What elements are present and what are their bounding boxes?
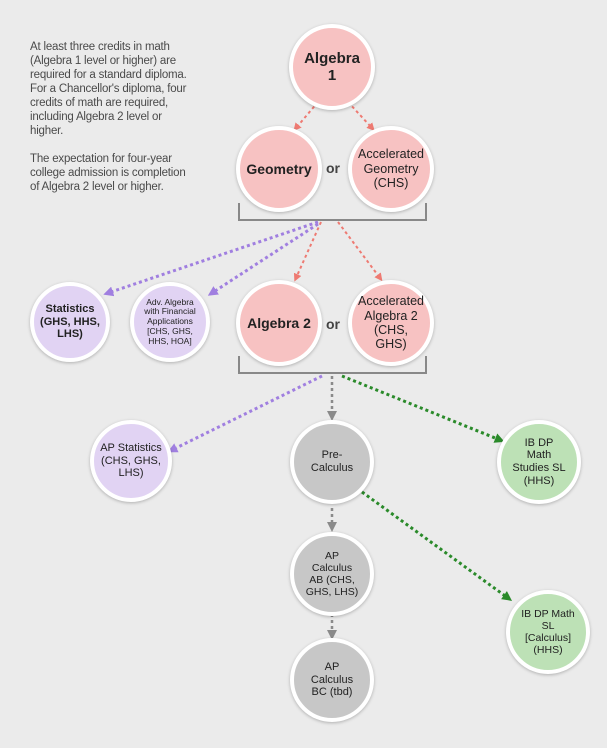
arrow-algebra2-ap-statistics — [167, 374, 323, 453]
intro-paragraph-college: The expectation for four-year college ad… — [30, 153, 186, 193]
arrow-geometry-accelerated-algebra2 — [337, 221, 383, 282]
course-ib-math-studies-label: IB DP Math Studies SL (HHS) — [512, 436, 566, 487]
course-algebra-2: Algebra 2 — [236, 280, 322, 366]
course-algebra-1-label: Algebra 1 — [304, 49, 360, 84]
arrow-precalculus-ib-math-sl — [361, 490, 513, 601]
bracket-algebra2-row — [238, 356, 427, 374]
or-label-algebra2: or — [326, 316, 340, 332]
course-algebra-2-label: Algebra 2 — [247, 314, 311, 331]
course-statistics-label: Statistics (GHS, HHS, LHS) — [40, 303, 100, 341]
course-ap-statistics-label: AP Statistics (CHS, GHS, LHS) — [100, 442, 162, 480]
course-ap-calculus-ab: AP Calculus AB (CHS, GHS, LHS) — [290, 532, 374, 616]
bracket-geometry-row — [238, 203, 427, 221]
arrow-algebra1-accelerated-geometry — [347, 101, 375, 131]
course-geometry-label: Geometry — [246, 160, 312, 177]
course-statistics: Statistics (GHS, HHS, LHS) — [30, 282, 110, 362]
course-accelerated-geometry-label: Accelerated Geometry (CHS) — [358, 147, 425, 191]
arrow-algebra2-ib-math-studies — [341, 374, 505, 443]
course-precalculus: Pre-Calculus — [290, 420, 374, 504]
intro-paragraph-diploma: At least three credits in math (Algebra … — [30, 41, 187, 137]
course-algebra-1: Algebra 1 — [289, 24, 375, 110]
course-adv-algebra: Adv. Algebra with Financial Applications… — [130, 282, 210, 362]
course-ap-calculus-ab-label: AP Calculus AB (CHS, GHS, LHS) — [305, 549, 359, 599]
or-label-geometry: or — [326, 160, 340, 176]
arrow-geometry-statistics — [103, 220, 319, 297]
intro-text: At least three credits in math (Algebra … — [30, 40, 190, 208]
course-precalculus-label: Pre-Calculus — [310, 449, 354, 474]
course-accelerated-algebra-2-label: Accelerated Algebra 2 (CHS, GHS) — [358, 294, 425, 352]
course-accelerated-geometry: Accelerated Geometry (CHS) — [348, 126, 434, 212]
course-adv-algebra-label: Adv. Algebra with Financial Applications… — [144, 296, 196, 346]
course-ap-calculus-bc-label: AP Calculus BC (tbd) — [310, 661, 354, 699]
course-geometry: Geometry — [236, 126, 322, 212]
course-ib-math-sl: IB DP Math SL [Calculus] (HHS) — [506, 590, 590, 674]
course-ib-math-studies: IB DP Math Studies SL (HHS) — [497, 420, 581, 504]
course-accelerated-algebra-2: Accelerated Algebra 2 (CHS, GHS) — [348, 280, 434, 366]
arrow-geometry-algebra2 — [293, 221, 322, 282]
course-ap-calculus-bc: AP Calculus BC (tbd) — [290, 638, 374, 722]
course-ib-math-sl-label: IB DP Math SL [Calculus] (HHS) — [521, 607, 575, 657]
course-ap-statistics: AP Statistics (CHS, GHS, LHS) — [90, 420, 172, 502]
